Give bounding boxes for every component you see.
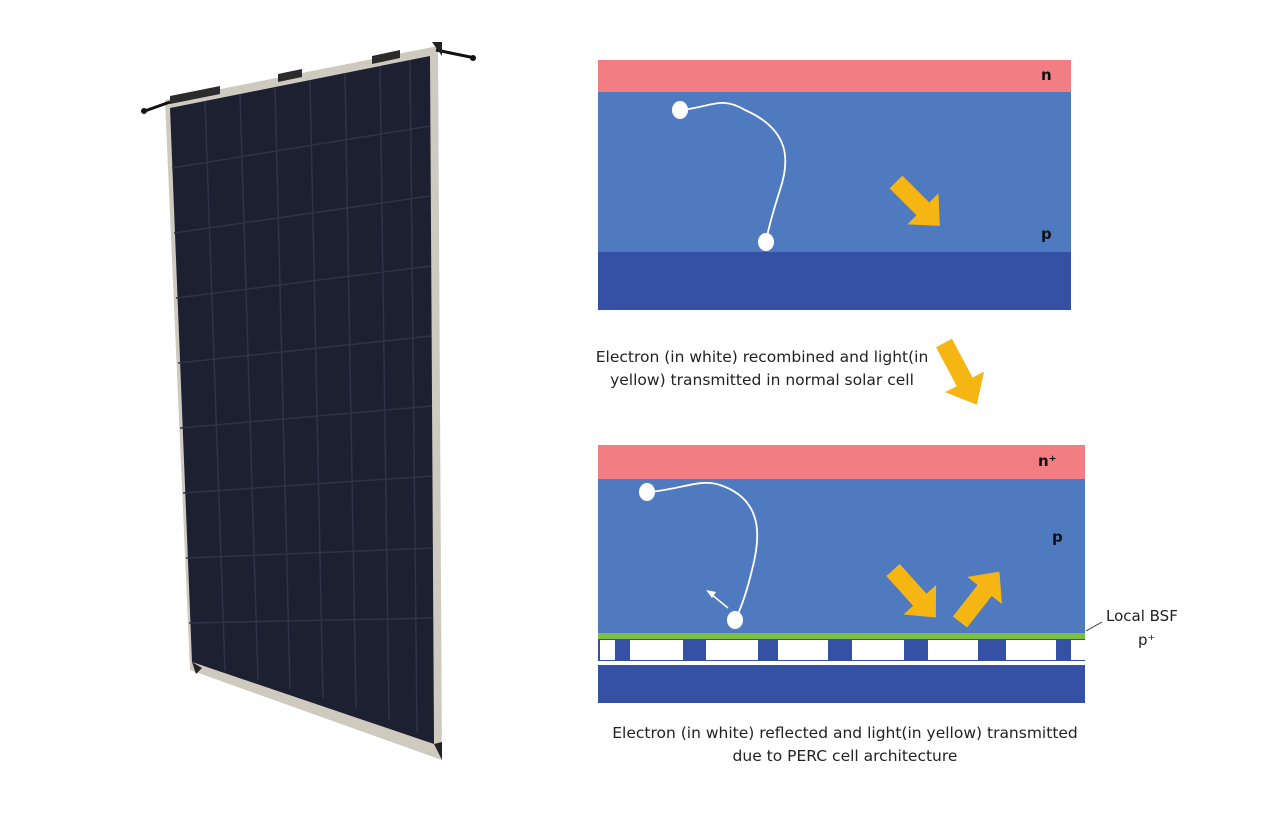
top-n-layer [598, 60, 1071, 92]
bottom-electron-start [639, 483, 655, 501]
bottom-n-layer [598, 445, 1085, 479]
bottom-light-arrow-in [886, 563, 937, 618]
bsf-label-line2: p⁺ [1138, 631, 1156, 649]
bottom-back-layer [598, 661, 1085, 703]
bsf-label: Local BSF p⁺ [1106, 604, 1178, 652]
bsf-label-line1: Local BSF [1106, 607, 1178, 625]
bsf-green-strip [598, 633, 1085, 639]
bottom-electron-path [647, 481, 759, 619]
top-n-label: n [1041, 66, 1052, 84]
top-light-arrow [889, 175, 940, 226]
panel-cells [170, 56, 434, 744]
top-p-layer [598, 92, 1071, 252]
bottom-light-arrow-out [952, 571, 1002, 628]
top-caption: Electron (in white) recombined and light… [595, 348, 929, 389]
panel-top-bars [170, 50, 400, 104]
dielectric-blocks [600, 640, 1085, 660]
top-back-layer [598, 252, 1071, 310]
bottom-caption: Electron (in white) reflected and light(… [612, 724, 1078, 765]
bottom-n-label: n⁺ [1038, 452, 1057, 470]
bottom-electron-end [727, 611, 743, 629]
top-electron-path [679, 101, 787, 243]
top-electron-end [758, 233, 774, 251]
bottom-p-layer [598, 479, 1085, 634]
panel-grid [171, 59, 434, 733]
solar-panel-image [141, 42, 476, 760]
transition-arrow [936, 338, 985, 405]
bsf-pointer [1085, 621, 1103, 632]
bottom-p-label: p [1052, 528, 1063, 546]
top-electron-start [672, 101, 688, 119]
top-p-label: p [1041, 225, 1052, 243]
